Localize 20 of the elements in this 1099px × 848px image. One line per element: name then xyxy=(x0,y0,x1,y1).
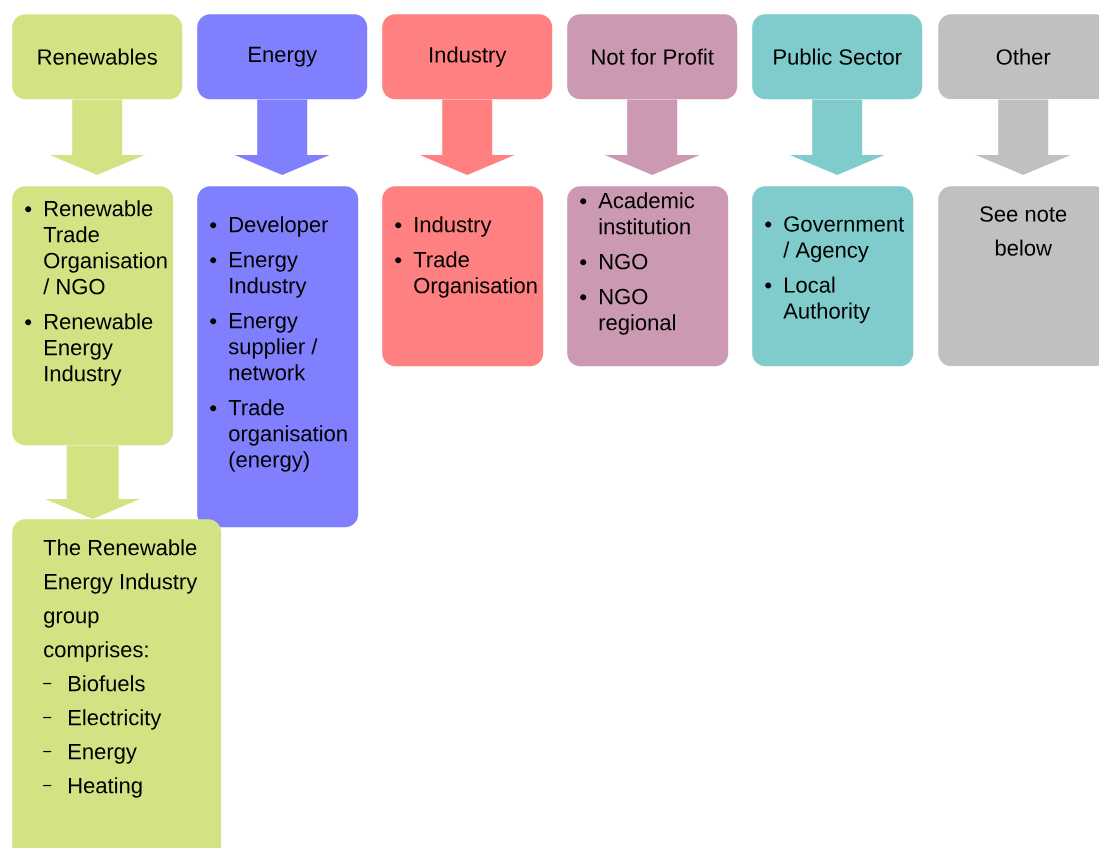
block-arrow xyxy=(45,445,141,519)
block-arrow xyxy=(419,99,515,175)
category-box: Academic institution NGO NGO regional xyxy=(567,186,729,367)
category-header: Other xyxy=(938,14,1099,100)
category-box: Industry Trade Organisation xyxy=(382,186,544,367)
category-header: Not for Profit xyxy=(567,14,738,100)
block-arrow xyxy=(789,99,885,175)
category-header: Energy xyxy=(197,14,368,100)
block-arrow xyxy=(234,99,330,175)
block-arrow xyxy=(975,99,1071,175)
block-arrow xyxy=(604,99,700,175)
block-arrow xyxy=(49,99,145,175)
category-box: See note below xyxy=(938,186,1099,367)
category-box: Renewable Trade Organisation / NGO Renewable Energy Industry xyxy=(12,186,174,446)
category-box: Government / Agency Local Authority xyxy=(752,186,914,367)
category-header: Renewables xyxy=(12,14,183,100)
category-header: Industry xyxy=(382,14,553,100)
group-box: The Renewable Energy Industry group comprises: Biofuels Electricity Energy Heating xyxy=(12,519,222,848)
category-header: Public Sector xyxy=(752,14,923,100)
category-box: Developer Energy Industry Energy supplier / network Trade organisation (energy) xyxy=(197,186,359,528)
